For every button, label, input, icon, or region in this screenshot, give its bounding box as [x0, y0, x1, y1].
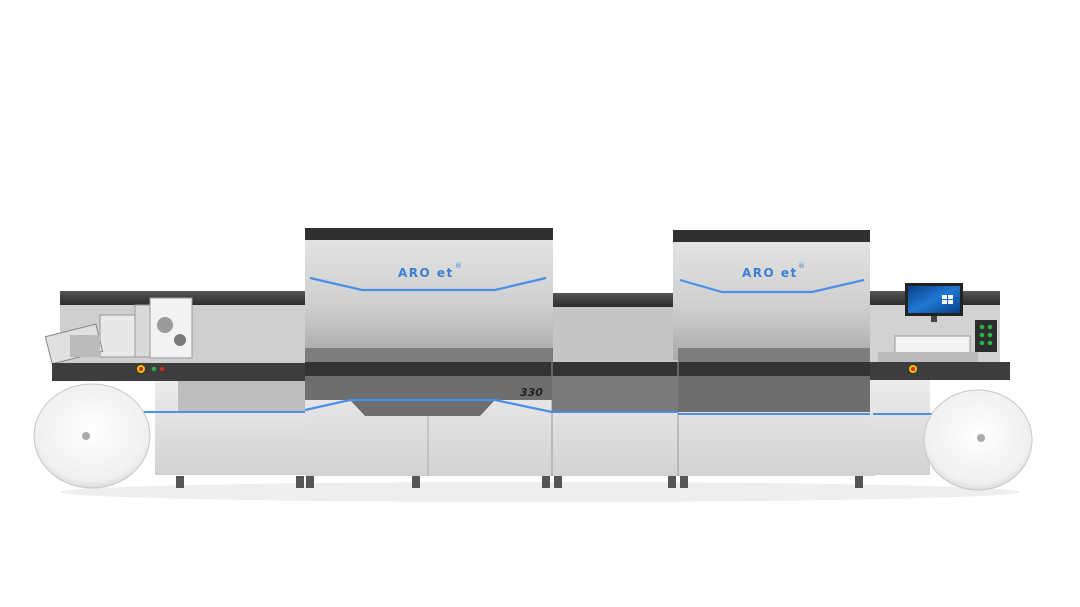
brand-logo: ARO et ® [398, 262, 462, 280]
model-label: 330 [520, 386, 543, 399]
main-base-cabinet: 330 [304, 362, 875, 476]
ground-shadow [60, 482, 1020, 502]
unwind-paper-roll [33, 383, 151, 489]
touchscreen-monitor [905, 283, 963, 322]
leveling-feet [176, 476, 863, 488]
right-rewind-section [870, 283, 1033, 491]
brand-logo: ARO et ® [742, 262, 805, 280]
windows-logo-icon [942, 295, 953, 304]
bridge-section [552, 293, 678, 362]
print-head-unit-1: ARO et ® [305, 228, 553, 362]
trademark-mark: ® [798, 262, 805, 270]
trademark-mark: ® [455, 262, 462, 270]
control-button-panel [975, 320, 997, 352]
left-unwind-section [33, 291, 305, 489]
finishing-unit [44, 297, 193, 365]
brand-logo-text: ARO et [398, 266, 454, 280]
brand-logo-text: ARO et [742, 266, 798, 280]
print-head-unit-2: ARO et ® [673, 230, 870, 362]
